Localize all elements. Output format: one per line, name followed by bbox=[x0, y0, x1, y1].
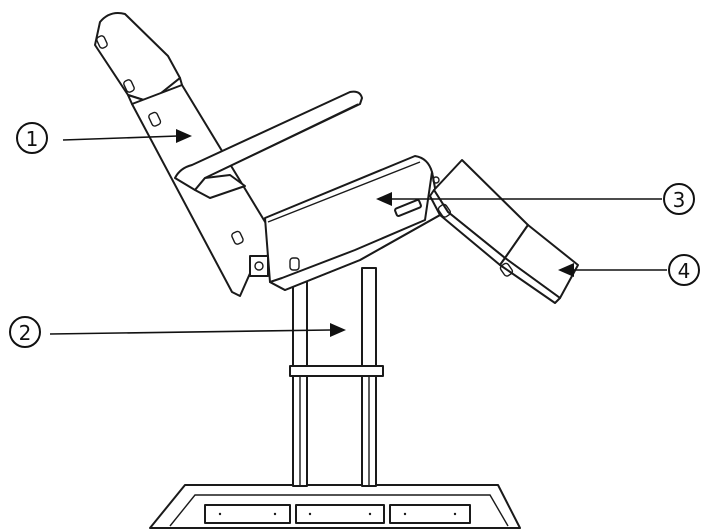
callout-4: 4 bbox=[558, 254, 700, 286]
seat bbox=[249, 155, 441, 291]
chair-base bbox=[149, 484, 521, 529]
callout-3-label: 3 bbox=[673, 188, 686, 212]
callout-1-circle bbox=[16, 122, 48, 154]
armrest bbox=[174, 90, 363, 199]
callout-2-label: 2 bbox=[19, 321, 32, 345]
callout-3-circle bbox=[663, 183, 695, 215]
callout-2-circle bbox=[9, 316, 41, 348]
callout-1-label: 1 bbox=[26, 127, 39, 151]
leg-rest bbox=[429, 159, 579, 304]
callout-2: 2 bbox=[9, 316, 346, 348]
callout-4-circle bbox=[668, 254, 700, 286]
callout-3: 3 bbox=[376, 183, 695, 215]
callout-4-label: 4 bbox=[678, 259, 691, 283]
callout-1: 1 bbox=[16, 122, 192, 154]
lift-column bbox=[289, 267, 384, 487]
